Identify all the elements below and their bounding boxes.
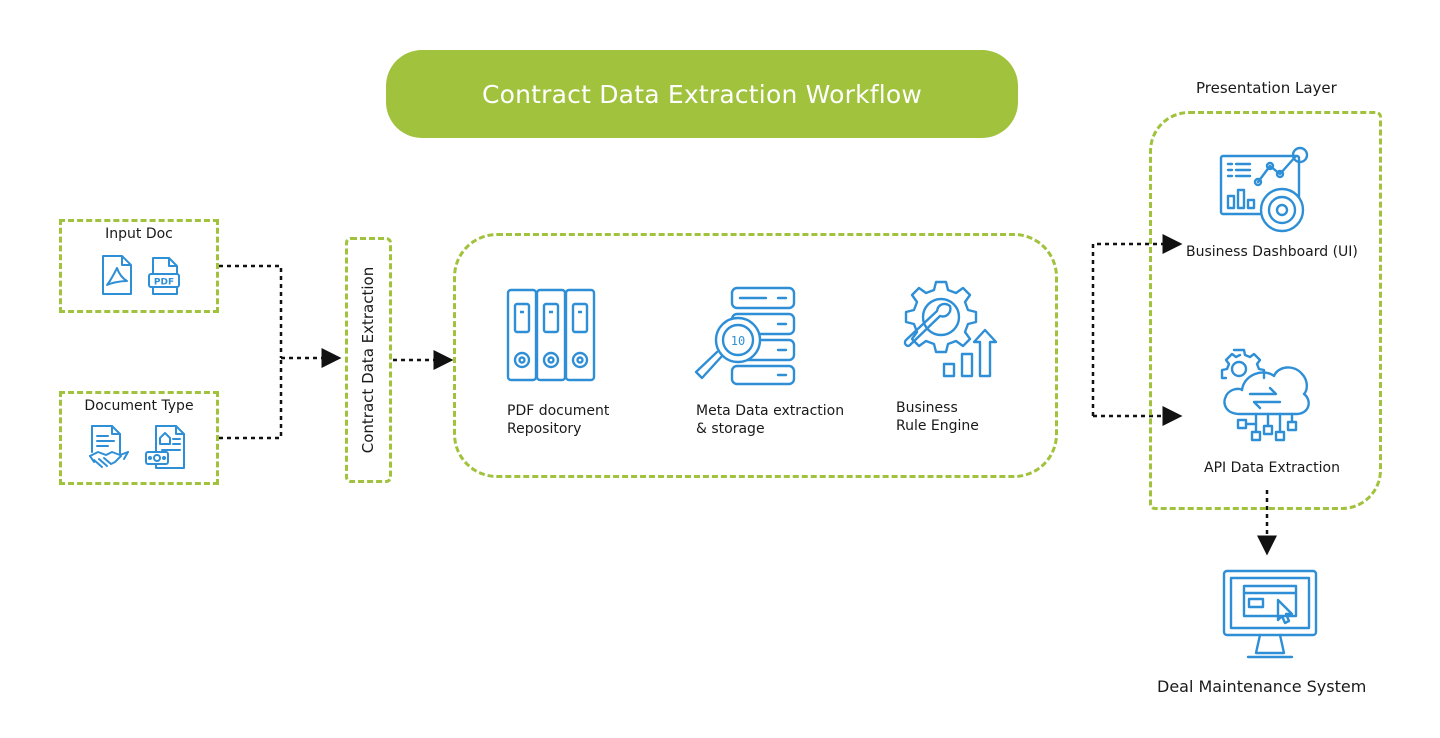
database-search-icon: 10 — [694, 286, 796, 386]
handshake-contract-icon — [89, 425, 129, 468]
document-type-box — [59, 391, 219, 485]
deal-maintenance-label: Deal Maintenance System — [1157, 677, 1367, 696]
document-type-label: Document Type — [84, 398, 194, 414]
property-document-icon — [145, 425, 185, 469]
gear-wrench-chart-icon — [903, 280, 998, 378]
rule-engine-label: Business Rule Engine — [896, 400, 979, 434]
processing-box — [453, 233, 1058, 478]
pdf-acrobat-file-icon — [102, 255, 132, 295]
meta-data-label: Meta Data extraction & storage — [696, 403, 845, 437]
binders-repository-icon — [506, 288, 596, 382]
pdf-repository-label: PDF document Repository — [507, 403, 610, 437]
pdf-file-icon: PDF — [148, 257, 180, 295]
cloud-api-icon — [1220, 348, 1310, 442]
input-doc-label: Input Doc — [105, 226, 173, 242]
input-doc-box — [59, 219, 219, 313]
connector-to-dashboard — [1091, 234, 1183, 416]
monitor-click-icon — [1222, 569, 1318, 659]
api-data-extraction-label: API Data Extraction — [1204, 460, 1340, 476]
extraction-box — [345, 237, 392, 483]
workflow-title: Contract Data Extraction Workflow — [386, 50, 1018, 138]
connector-document-type — [219, 358, 283, 440]
presentation-heading: Presentation Layer — [1196, 79, 1337, 97]
business-dashboard-label: Business Dashboard (UI) — [1186, 244, 1358, 260]
pdf-icon-text: PDF — [154, 278, 174, 288]
extraction-label: Contract Data Extraction — [359, 266, 377, 454]
presentation-box — [1149, 111, 1382, 510]
svg-text:10: 10 — [731, 334, 745, 348]
connector-input-doc — [219, 264, 283, 358]
analytics-dashboard-icon — [1219, 146, 1309, 233]
